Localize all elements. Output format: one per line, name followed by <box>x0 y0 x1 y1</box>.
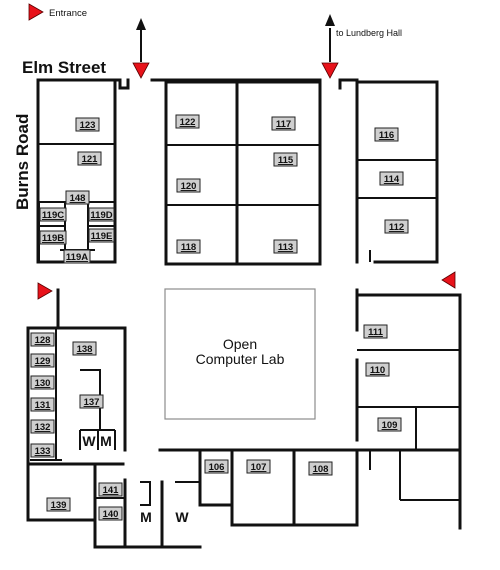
svg-text:119A: 119A <box>66 252 88 263</box>
room-121[interactable]: 121 <box>77 151 102 166</box>
room-119a[interactable]: 119A <box>63 249 91 264</box>
svg-text:148: 148 <box>70 193 86 204</box>
room-148[interactable]: 148 <box>65 190 90 205</box>
svg-text:116: 116 <box>379 130 394 141</box>
room-117[interactable]: 117 <box>271 116 296 131</box>
entrance-marker-icon <box>132 62 150 79</box>
restroom-w-small: W <box>82 433 96 449</box>
svg-text:123: 123 <box>80 120 96 131</box>
room-122[interactable]: 122 <box>175 114 200 129</box>
svg-text:120: 120 <box>181 181 197 192</box>
room-131[interactable]: 131 <box>30 397 55 412</box>
street-label-north: Elm Street <box>22 58 106 77</box>
svg-text:119E: 119E <box>91 231 113 242</box>
entrance-marker-icon <box>321 62 339 79</box>
room-112[interactable]: 112 <box>384 219 409 234</box>
room-114[interactable]: 114 <box>379 171 404 186</box>
legend-entrance-label: Entrance <box>49 8 87 19</box>
svg-text:140: 140 <box>103 509 119 520</box>
room-109[interactable]: 109 <box>377 417 402 432</box>
room-137[interactable]: 137 <box>79 394 104 409</box>
svg-text:107: 107 <box>251 462 267 473</box>
svg-text:119C: 119C <box>42 210 64 221</box>
svg-text:133: 133 <box>35 446 51 457</box>
building-walls <box>26 78 462 549</box>
svg-text:129: 129 <box>35 356 51 367</box>
room-128[interactable]: 128 <box>30 332 55 347</box>
svg-text:121: 121 <box>82 154 99 165</box>
room-107[interactable]: 107 <box>246 459 271 474</box>
svg-text:138: 138 <box>77 344 93 355</box>
svg-text:111: 111 <box>368 327 384 338</box>
svg-text:139: 139 <box>51 500 67 511</box>
entrance-marker-icon <box>441 271 456 289</box>
direction-note: to Lundberg Hall <box>336 28 402 38</box>
svg-text:122: 122 <box>180 117 196 128</box>
room-119b[interactable]: 119B <box>39 230 67 245</box>
svg-text:113: 113 <box>278 242 293 253</box>
room-133[interactable]: 133 <box>30 443 55 458</box>
room-119e[interactable]: 119E <box>88 228 115 243</box>
restroom-w-large: W <box>175 509 189 525</box>
room-111[interactable]: 111 <box>363 324 388 339</box>
room-106[interactable]: 106 <box>204 459 229 474</box>
room-141[interactable]: 141 <box>98 482 123 497</box>
svg-text:131: 131 <box>35 400 52 411</box>
legend: Entrance <box>28 3 87 21</box>
room-140[interactable]: 140 <box>98 506 123 521</box>
room-119d[interactable]: 119D <box>88 207 115 222</box>
street-label-west: Burns Road <box>13 114 32 210</box>
svg-text:132: 132 <box>35 422 51 433</box>
open-lab-label-line1: Open <box>223 336 257 352</box>
svg-text:118: 118 <box>181 242 196 253</box>
restroom-m-small: M <box>100 433 112 449</box>
room-129[interactable]: 129 <box>30 353 55 368</box>
room-116[interactable]: 116 <box>374 127 399 142</box>
room-120[interactable]: 120 <box>176 178 201 193</box>
room-118[interactable]: 118 <box>176 239 201 254</box>
entrance-marker-icon <box>28 3 44 21</box>
room-108[interactable]: 108 <box>308 461 333 476</box>
room-123[interactable]: 123 <box>75 117 100 132</box>
svg-text:112: 112 <box>389 222 404 233</box>
open-computer-lab <box>164 288 316 420</box>
entrance-marker-icon <box>37 282 53 300</box>
room-130[interactable]: 130 <box>30 375 55 390</box>
room-115[interactable]: 115 <box>273 152 298 167</box>
svg-text:141: 141 <box>103 485 120 496</box>
north-entrance-arrow-right <box>325 14 335 62</box>
room-132[interactable]: 132 <box>30 419 55 434</box>
svg-text:109: 109 <box>382 420 398 431</box>
room-113[interactable]: 113 <box>273 239 298 254</box>
svg-text:117: 117 <box>276 119 291 130</box>
svg-text:114: 114 <box>384 174 400 185</box>
room-139[interactable]: 139 <box>46 497 71 512</box>
room-138[interactable]: 138 <box>72 341 97 356</box>
svg-text:130: 130 <box>35 378 51 389</box>
room-110[interactable]: 110 <box>365 362 390 377</box>
svg-text:106: 106 <box>209 462 225 473</box>
svg-text:137: 137 <box>84 397 100 408</box>
svg-text:115: 115 <box>278 155 294 166</box>
open-lab-label-line2: Computer Lab <box>196 351 285 367</box>
svg-text:119B: 119B <box>42 233 64 244</box>
room-119c[interactable]: 119C <box>39 207 67 222</box>
svg-text:119D: 119D <box>90 210 112 221</box>
restroom-m-large: M <box>140 509 152 525</box>
svg-text:108: 108 <box>313 464 329 475</box>
svg-text:128: 128 <box>35 335 51 346</box>
north-entrance-arrow-left <box>136 18 146 62</box>
svg-text:110: 110 <box>370 365 385 376</box>
